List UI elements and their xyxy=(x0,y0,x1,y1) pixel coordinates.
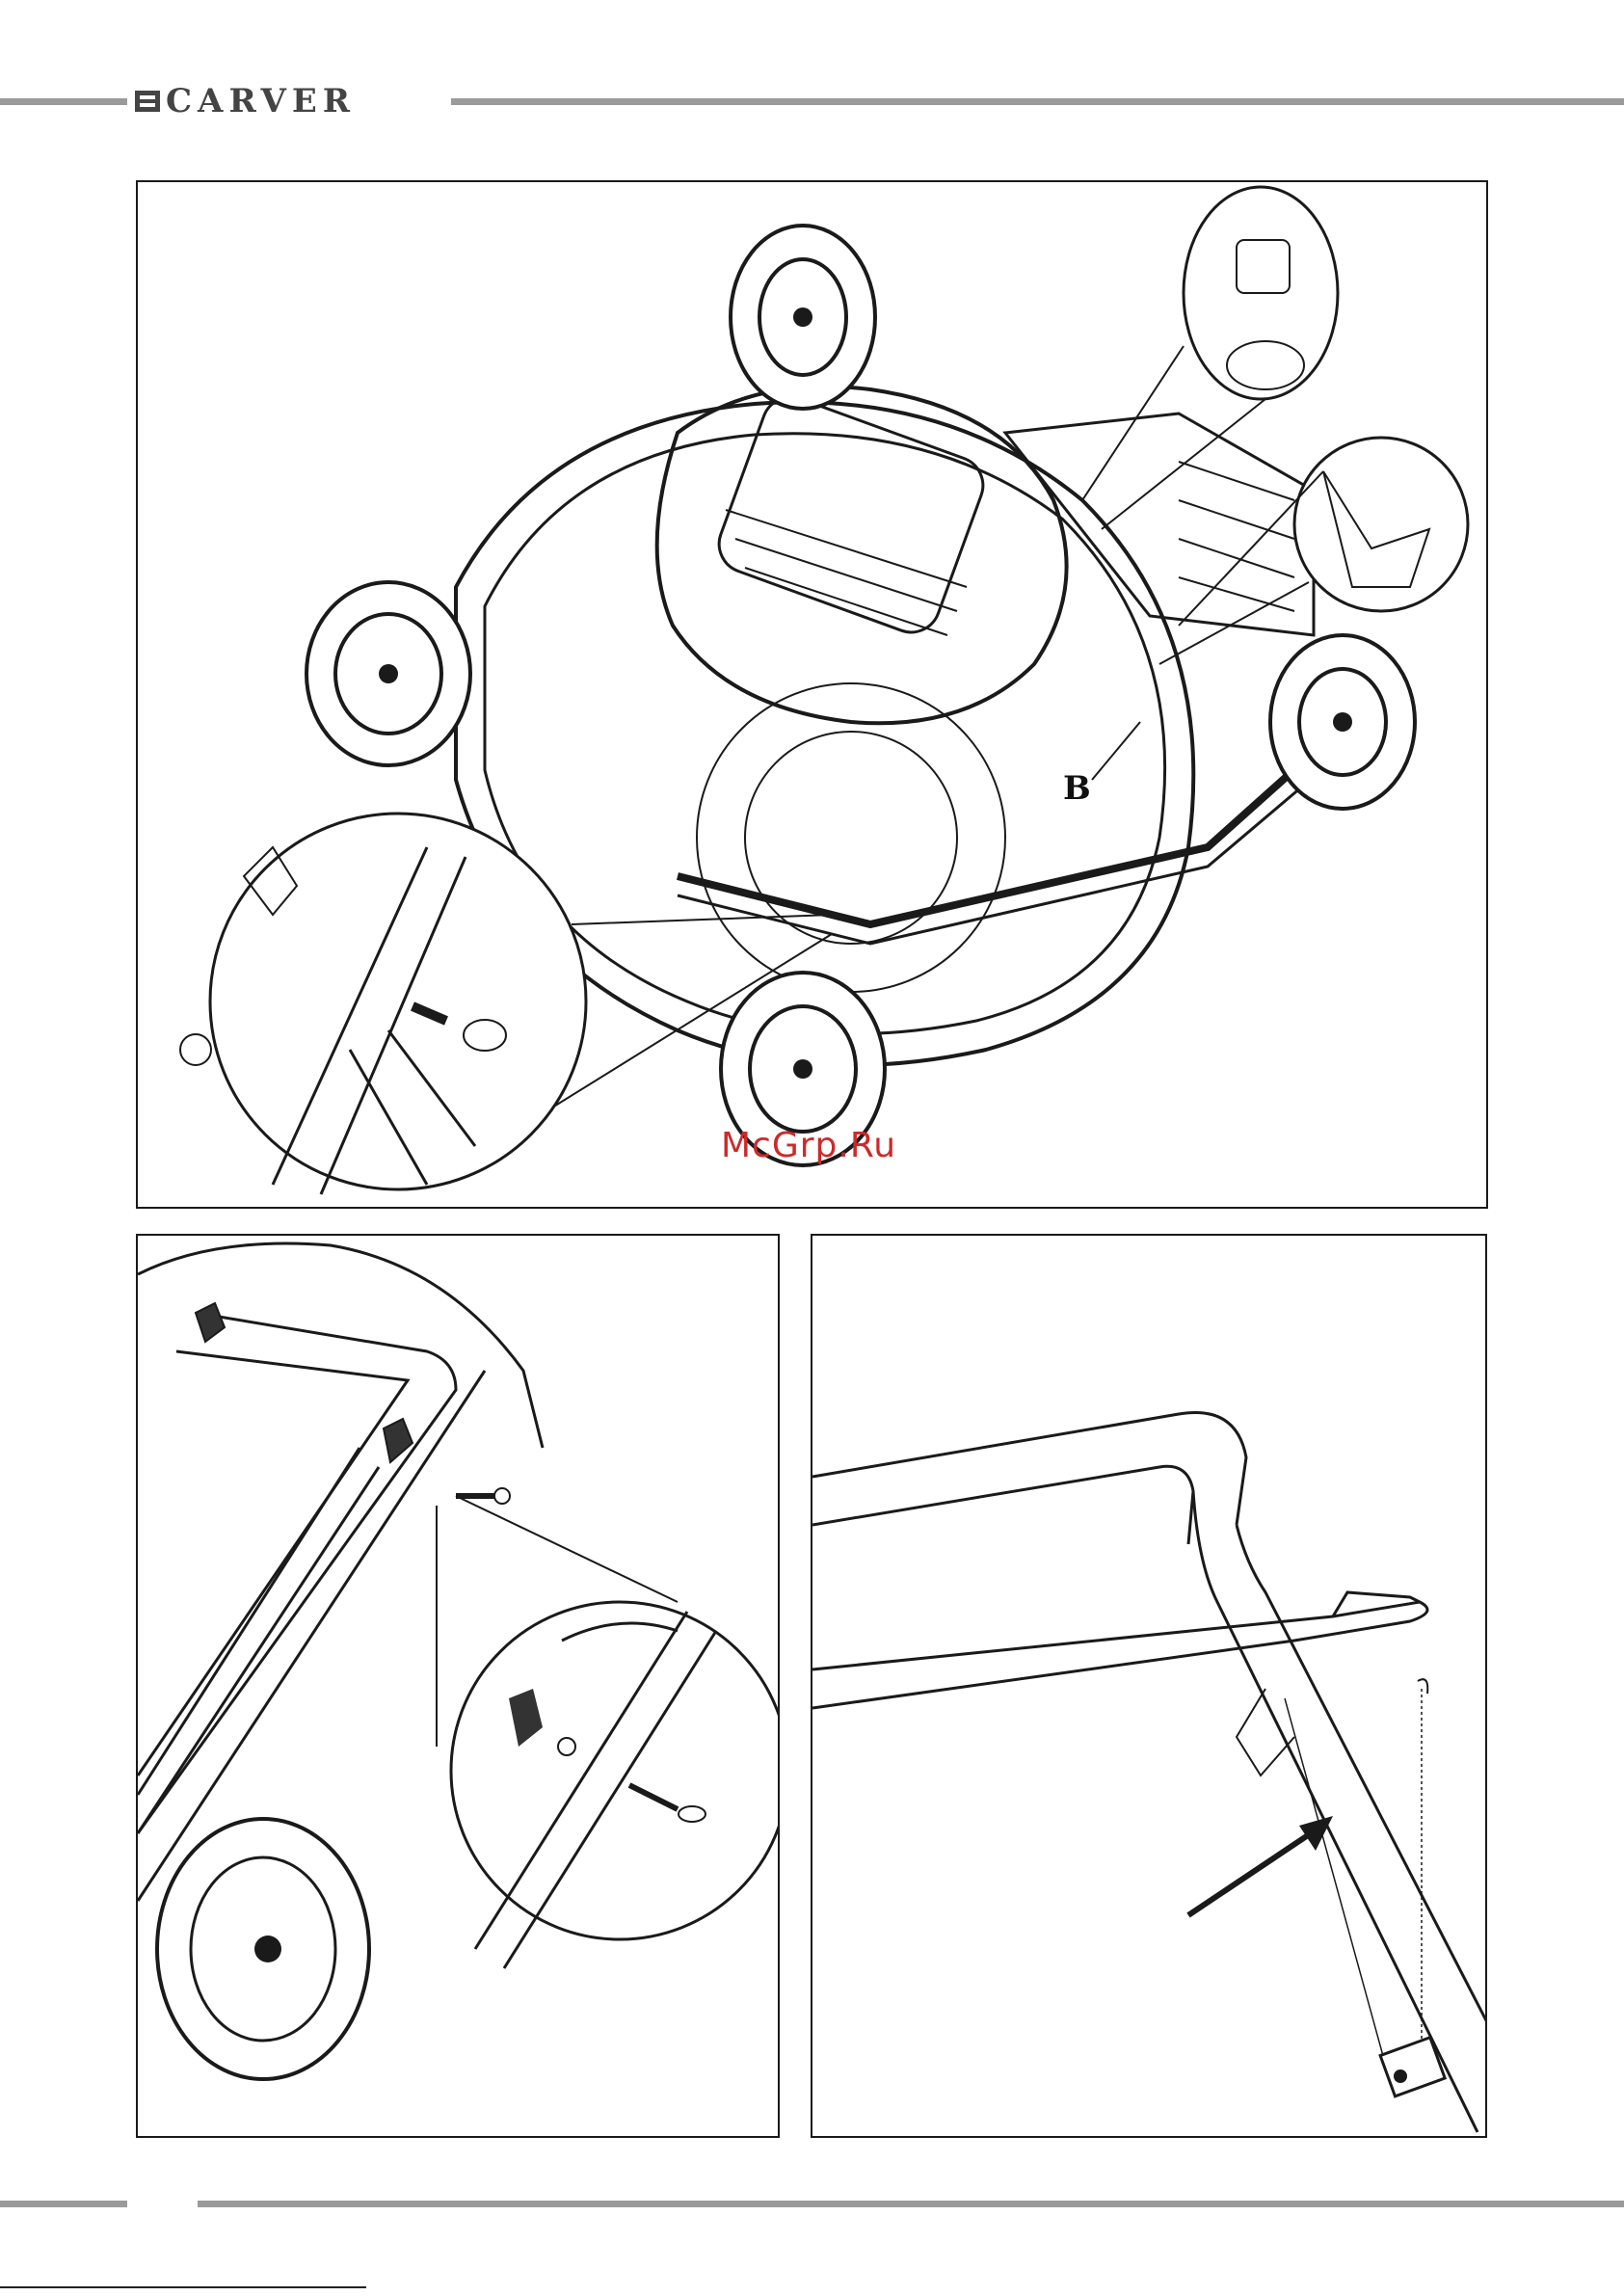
footer-rule-left xyxy=(0,2201,127,2207)
mower-drawing: B xyxy=(138,182,1488,1209)
bottom-line xyxy=(0,2286,366,2288)
figure-handle-bolt xyxy=(136,1234,780,2138)
figure-cable-attachment xyxy=(811,1234,1487,2138)
brand-logo: CARVER xyxy=(135,85,356,118)
header-rule-right xyxy=(451,98,1624,105)
handle-bolt-drawing xyxy=(138,1236,780,2138)
footer-rule-right xyxy=(198,2201,1624,2207)
brand-name: CARVER xyxy=(166,85,356,118)
figure-mower-assembly: B xyxy=(136,180,1488,1209)
cable-drawing xyxy=(812,1236,1487,2138)
callout-label-b: B xyxy=(1063,769,1091,808)
arrow-icon xyxy=(1299,1816,1333,1851)
header-rule-left xyxy=(0,98,127,105)
watermark: McGrp.Ru xyxy=(721,1126,896,1165)
carver-logo-icon xyxy=(135,89,160,114)
